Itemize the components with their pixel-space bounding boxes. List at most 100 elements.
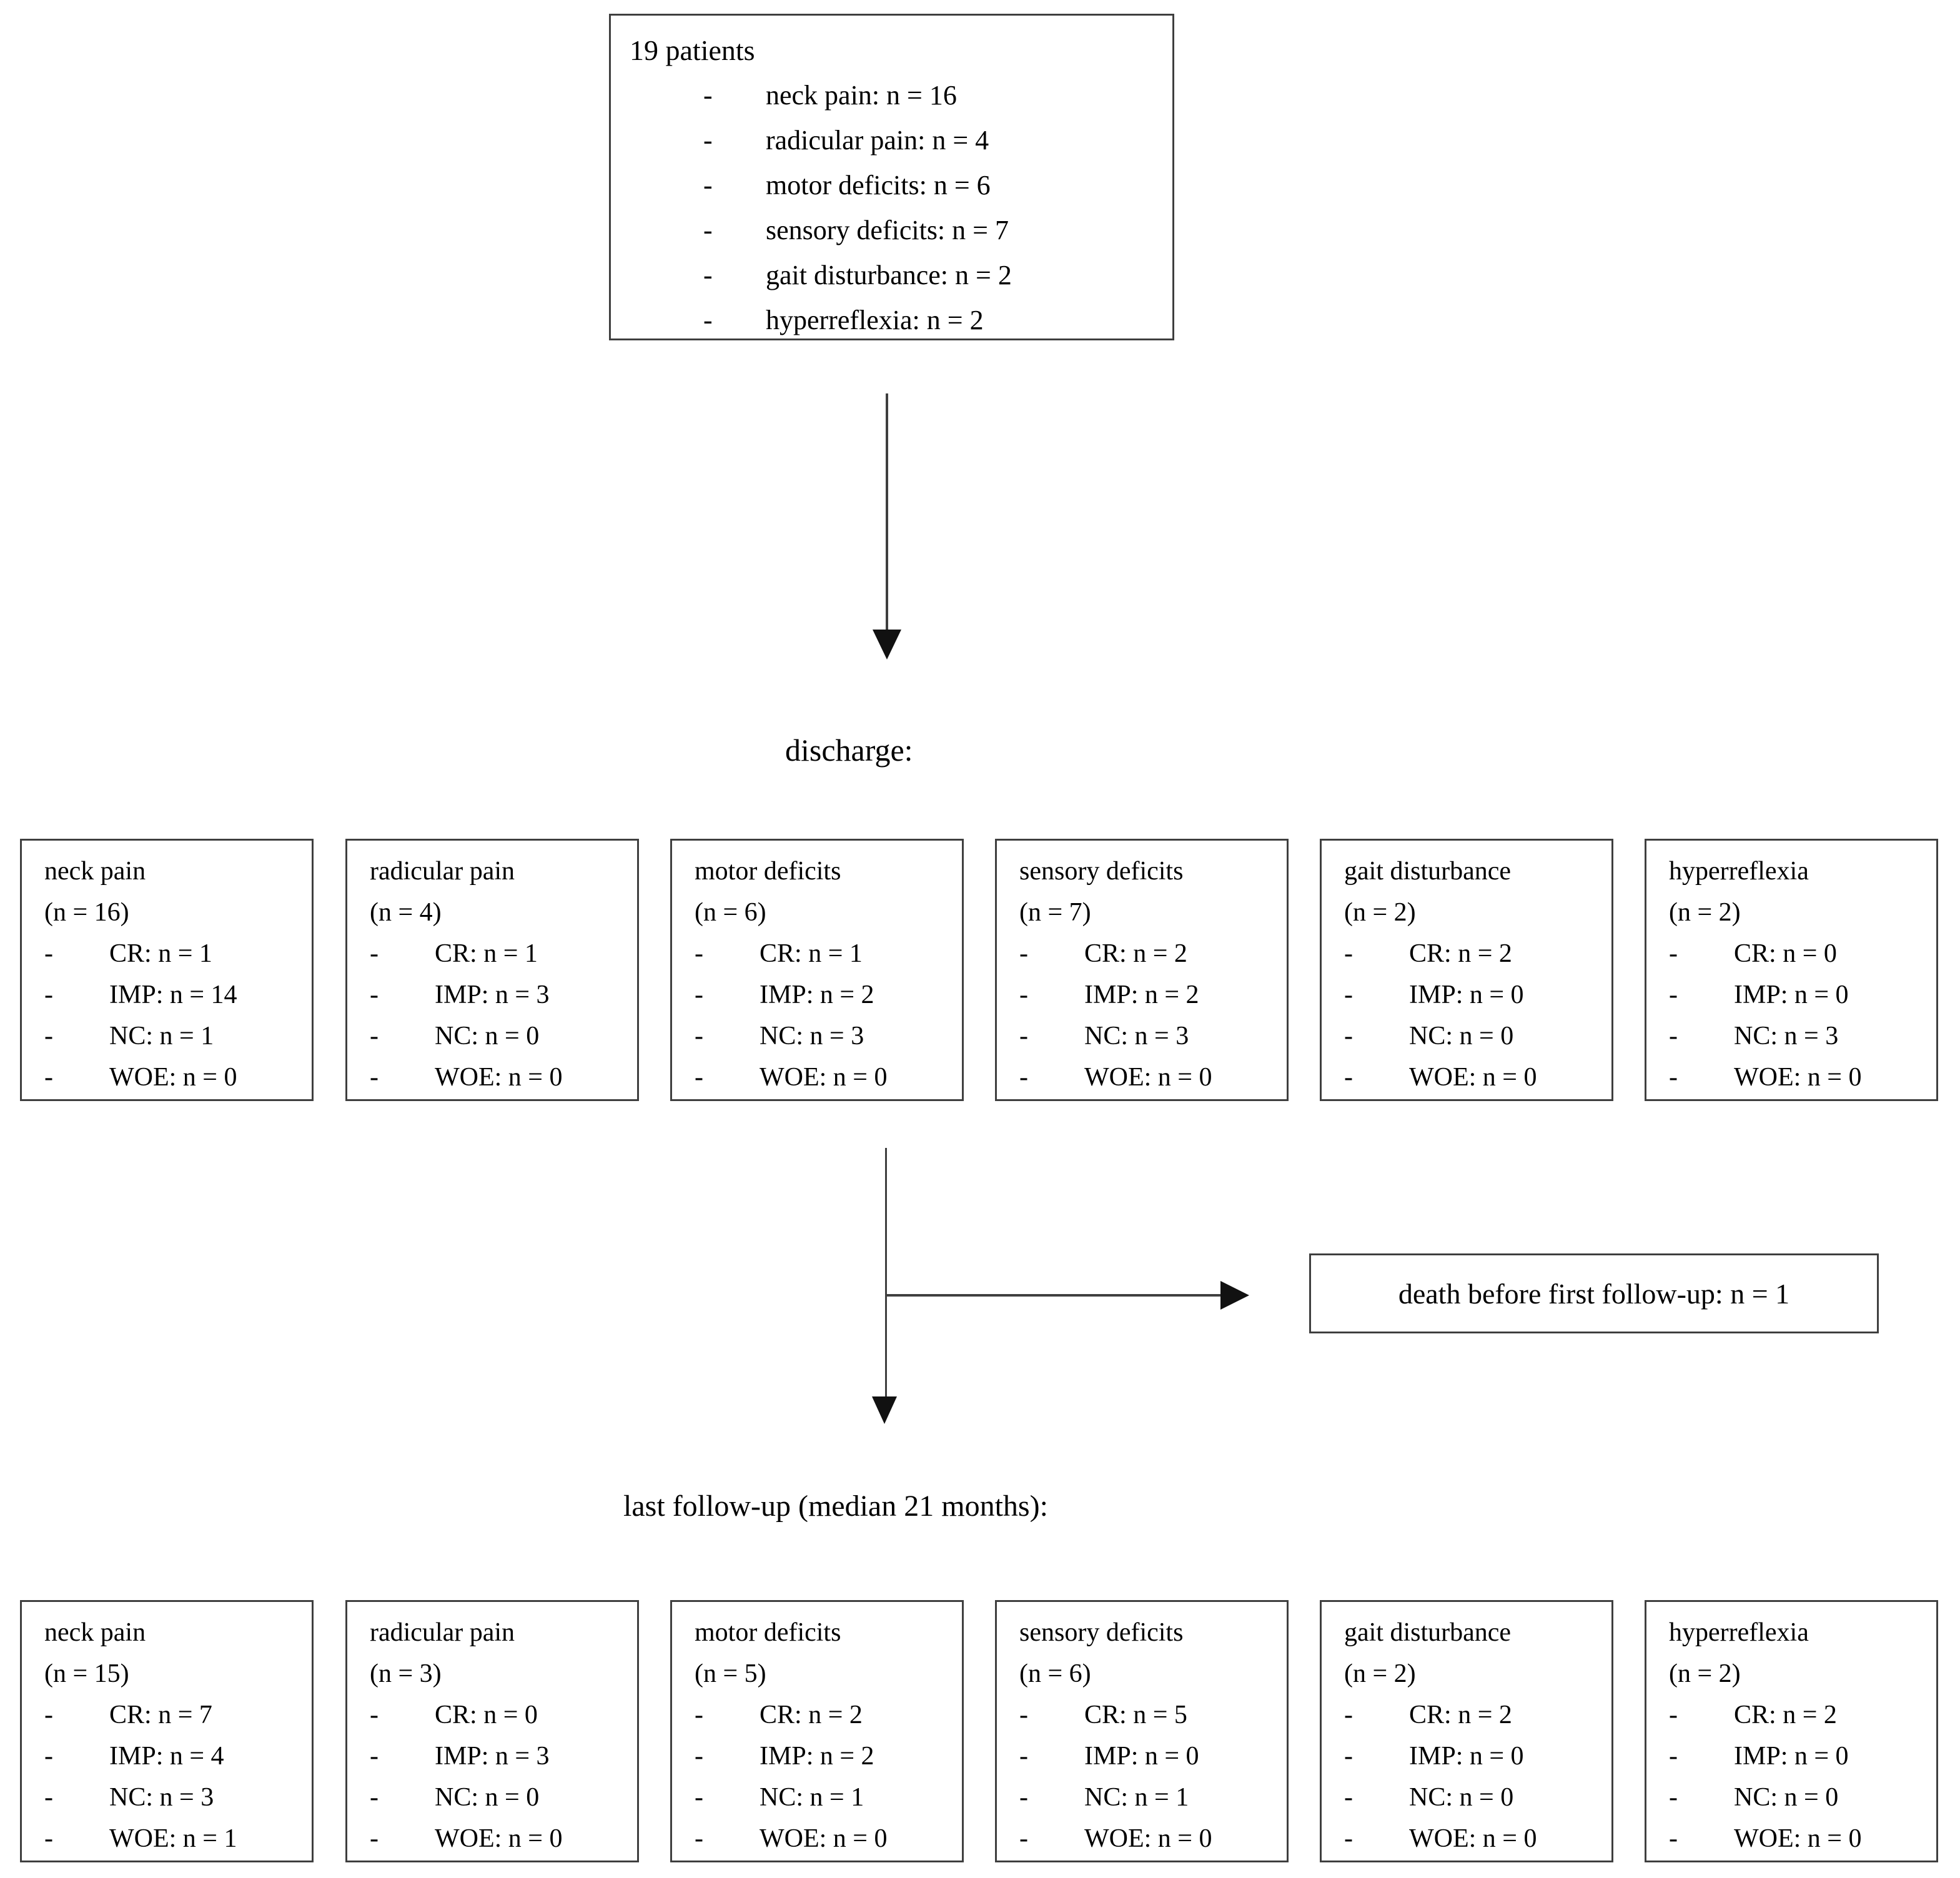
- outcome-value: IMP: n = 14: [109, 981, 237, 1009]
- list-item: - CR: n = 5: [1019, 1694, 1278, 1736]
- bullet-dash: -: [44, 981, 53, 1009]
- bullet-dash: -: [695, 1742, 703, 1771]
- arrow-down-icon: [872, 1396, 897, 1424]
- outcome-value: NC: n = 0: [435, 1783, 540, 1812]
- followup-box-motor-deficits: motor deficits (n = 5) -CR: n = 2 -IMP: …: [670, 1600, 964, 1862]
- bullet-dash: -: [695, 981, 703, 1009]
- bullet-dash: -: [695, 1701, 703, 1729]
- list-item: - CR: n = 2: [1019, 933, 1278, 974]
- bullet-dash: -: [1019, 1783, 1028, 1812]
- followup-box-neck-pain: neck pain (n = 15) -CR: n = 7 -IMP: n = …: [20, 1600, 314, 1862]
- bullet-dash: -: [44, 939, 53, 968]
- outcome-value: NC: n = 3: [1734, 1022, 1839, 1050]
- bullet-dash: -: [1669, 1701, 1678, 1729]
- bullet-dash: -: [370, 1783, 379, 1812]
- box-n: (n = 2): [1344, 898, 1416, 927]
- bullet-dash: -: [44, 1022, 53, 1050]
- outcome-value: CR: n = 2: [1409, 1701, 1512, 1729]
- list-item: - IMP: n = 14: [44, 974, 303, 1016]
- followup-box-sensory-deficits: sensory deficits (n = 6) -CR: n = 5 -IMP…: [995, 1600, 1289, 1862]
- outcome-value: WOE: n = 0: [435, 1824, 563, 1853]
- box-n: (n = 5): [695, 1659, 766, 1688]
- bullet-dash: -: [695, 1063, 703, 1092]
- outcome-value: IMP: n = 2: [760, 1742, 874, 1771]
- symptom-count: radicular pain: n = 4: [766, 125, 989, 156]
- outcome-value: NC: n = 0: [1409, 1022, 1514, 1050]
- initial-patients-box: 19 patients - neck pain: n = 16 - radicu…: [609, 14, 1174, 340]
- outcome-value: NC: n = 1: [760, 1783, 864, 1812]
- discharge-box-sensory-deficits: sensory deficits (n = 7) -CR: n = 2 -IMP…: [995, 839, 1289, 1101]
- outcome-value: NC: n = 3: [109, 1783, 214, 1812]
- discharge-box-motor-deficits: motor deficits (n = 6) -CR: n = 1 -IMP: …: [670, 839, 964, 1101]
- death-box-text: death before first follow-up: n = 1: [1398, 1277, 1790, 1310]
- outcome-value: CR: n = 5: [1084, 1701, 1187, 1729]
- bullet-dash: -: [1019, 939, 1028, 968]
- bullet-dash: -: [44, 1742, 53, 1771]
- list-item: -IMP: n = 0: [1019, 1736, 1278, 1777]
- bullet-dash: -: [1344, 1824, 1353, 1853]
- bullet-dash: -: [1669, 1022, 1678, 1050]
- box-title: motor deficits: [695, 857, 841, 886]
- outcome-value: IMP: n = 2: [760, 981, 874, 1009]
- initial-box-title: 19 patients: [630, 34, 755, 66]
- outcome-value: NC: n = 3: [760, 1022, 864, 1050]
- outcome-value: WOE: n = 0: [1734, 1824, 1862, 1853]
- outcome-value: CR: n = 1: [435, 939, 538, 968]
- bullet-dash: -: [1669, 1783, 1678, 1812]
- outcome-value: NC: n = 1: [1084, 1783, 1189, 1812]
- list-item: -NC: n = 3: [695, 1016, 953, 1057]
- outcome-value: NC: n = 0: [1409, 1783, 1514, 1812]
- box-title: neck pain: [44, 1618, 146, 1647]
- list-item: -IMP: n = 0: [1344, 1736, 1603, 1777]
- list-item: - WOE: n = 0: [1669, 1057, 1928, 1098]
- outcome-value: CR: n = 0: [1734, 939, 1837, 968]
- outcome-value: IMP: n = 2: [1084, 981, 1199, 1009]
- bullet-dash: -: [1344, 1701, 1353, 1729]
- box-title: hyperreflexia: [1669, 1618, 1809, 1647]
- outcome-value: CR: n = 2: [1084, 939, 1187, 968]
- box-n: (n = 2): [1344, 1659, 1416, 1688]
- list-item: -CR: n = 1: [44, 933, 303, 974]
- list-item: -NC: n = 3: [44, 1777, 303, 1818]
- discharge-box-hyperreflexia: hyperreflexia (n = 2) -CR: n = 0 -IMP: n…: [1645, 839, 1938, 1101]
- list-item: - NC: n = 1: [1019, 1777, 1278, 1818]
- bullet-dash: -: [703, 80, 713, 111]
- bullet-dash: -: [1019, 1701, 1028, 1729]
- list-item: -WOE: n = 0: [1019, 1818, 1278, 1859]
- list-item: - hyperreflexia: n = 2: [630, 298, 1156, 343]
- arrow-right-icon: [1220, 1281, 1249, 1310]
- list-item: - NC: n = 0: [370, 1777, 628, 1818]
- box-title: sensory deficits: [1019, 1618, 1184, 1647]
- bullet-dash: -: [703, 170, 713, 200]
- death-before-followup-box: death before first follow-up: n = 1: [1309, 1253, 1879, 1333]
- outcome-value: WOE: n = 0: [435, 1063, 563, 1092]
- outcome-value: CR: n = 2: [760, 1701, 863, 1729]
- bullet-dash: -: [44, 1063, 53, 1092]
- bullet-dash: -: [703, 215, 713, 245]
- outcome-value: IMP: n = 0: [1409, 1742, 1524, 1771]
- list-item: -WOE: n = 0: [1344, 1057, 1603, 1098]
- list-item: -IMP: n = 0: [1344, 974, 1603, 1016]
- outcome-value: NC: n = 0: [1734, 1783, 1839, 1812]
- box-title: gait disturbance: [1344, 857, 1512, 886]
- outcome-value: WOE: n = 0: [1734, 1063, 1862, 1092]
- bullet-dash: -: [703, 125, 713, 156]
- list-item: -WOE: n = 1: [44, 1818, 303, 1859]
- box-title: radicular pain: [370, 1618, 515, 1647]
- bullet-dash: -: [370, 1063, 379, 1092]
- discharge-box-radicular-pain: radicular pain (n = 4) -CR: n = 1 -IMP: …: [345, 839, 639, 1101]
- connector-line-horizontal: [885, 1294, 1222, 1297]
- list-item: - neck pain: n = 16: [630, 73, 1156, 118]
- outcome-value: IMP: n = 0: [1734, 981, 1849, 1009]
- connector-line-vertical: [885, 1148, 887, 1398]
- box-title: neck pain: [44, 857, 146, 886]
- box-title: sensory deficits: [1019, 857, 1184, 886]
- bullet-dash: -: [1669, 1063, 1678, 1092]
- list-item: -NC: n = 3: [1019, 1016, 1278, 1057]
- outcome-value: CR: n = 0: [435, 1701, 538, 1729]
- box-title: radicular pain: [370, 857, 515, 886]
- list-item: -CR: n = 1: [370, 933, 628, 974]
- symptom-count: neck pain: n = 16: [766, 80, 957, 111]
- outcome-value: WOE: n = 0: [760, 1063, 888, 1092]
- bullet-dash: -: [1019, 1742, 1028, 1771]
